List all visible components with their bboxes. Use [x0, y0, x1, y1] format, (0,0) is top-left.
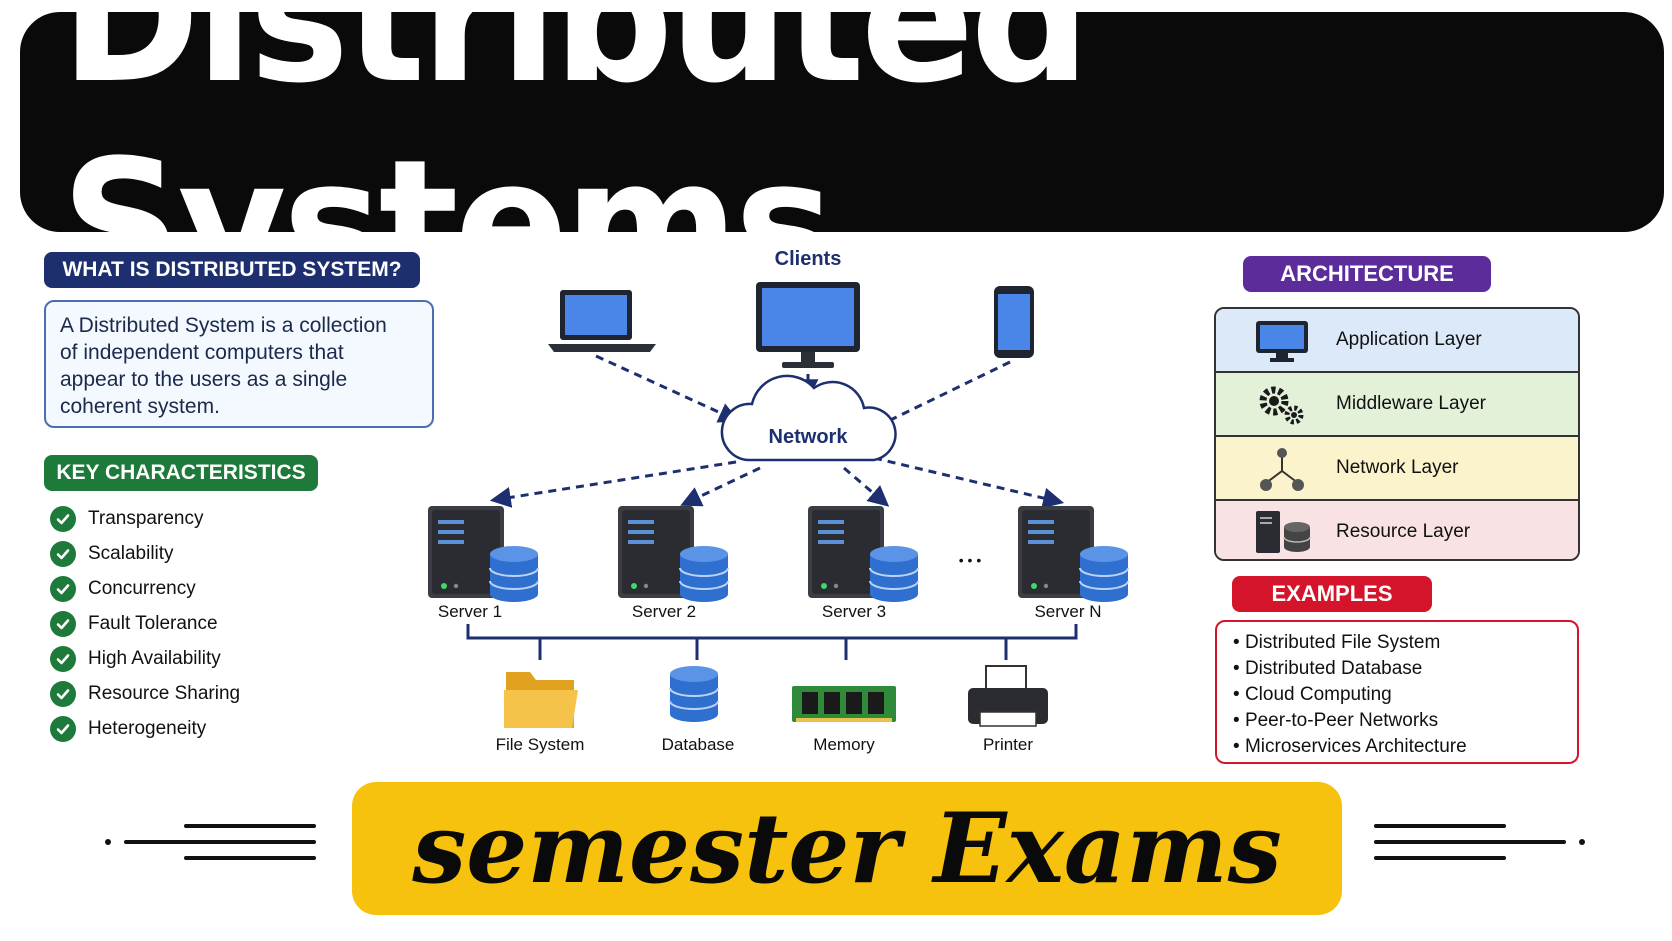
architecture-layer-label: Application Layer	[1336, 329, 1482, 350]
desktop-monitor-icon	[756, 282, 860, 368]
example-label: Cloud Computing	[1244, 684, 1392, 705]
smartphone-icon	[994, 286, 1034, 358]
characteristic-label: Transparency	[88, 507, 204, 529]
resource-label: Printer	[982, 735, 1034, 754]
characteristic-label: Concurrency	[88, 577, 196, 599]
decorative-lines-right	[1374, 824, 1585, 860]
characteristics-heading: KEY CHARACTERISTICS	[44, 455, 318, 491]
list-item: Heterogeneity	[50, 711, 240, 746]
architecture-stack: Application Layer Middleware Layer Netwo…	[1214, 307, 1580, 561]
check-icon	[50, 715, 76, 742]
memory-chip-icon	[792, 686, 896, 722]
architecture-layer-label: Network Layer	[1336, 457, 1459, 478]
network-nodes-icon	[1260, 448, 1304, 491]
examples-heading: EXAMPLES	[1232, 576, 1432, 612]
architecture-layer: Application Layer	[1216, 309, 1578, 373]
definition-line: coherent system.	[60, 395, 220, 418]
laptop-icon	[548, 290, 656, 352]
characteristic-label: Resource Sharing	[88, 682, 241, 704]
server-label: Server N	[1034, 602, 1102, 621]
characteristics-list: Transparency Scalability Concurrency Fau…	[50, 501, 240, 746]
decorative-lines-left	[105, 824, 316, 860]
definition-line: of independent computers that	[60, 341, 344, 364]
server-icon	[428, 506, 539, 603]
list-item: • Distributed File System	[1233, 632, 1441, 653]
check-icon	[50, 575, 76, 602]
example-label: Microservices Architecture	[1244, 736, 1467, 757]
list-item: • Peer-to-Peer Networks	[1233, 710, 1439, 731]
definition-line: A Distributed System is a collection	[60, 314, 387, 337]
definition-box: A Distributed System is a collection of …	[44, 300, 434, 428]
folder-icon	[504, 672, 578, 728]
architecture-heading: ARCHITECTURE	[1243, 256, 1491, 292]
definition-heading: WHAT IS DISTRIBUTED SYSTEM?	[44, 252, 420, 288]
server-label: Server 2	[631, 602, 697, 621]
server-icon	[808, 506, 919, 603]
printer-icon	[968, 665, 1048, 727]
list-item: Fault Tolerance	[50, 606, 240, 641]
check-icon	[50, 680, 76, 707]
characteristic-label: Scalability	[88, 542, 174, 564]
characteristic-label: Heterogeneity	[88, 717, 207, 739]
examples-box: • Distributed File System • Distributed …	[1215, 620, 1579, 764]
server-icon	[618, 506, 729, 603]
list-item: • Distributed Database	[1233, 658, 1423, 679]
monitor-icon	[1256, 321, 1308, 362]
list-item: Transparency	[50, 501, 240, 536]
check-icon	[50, 540, 76, 567]
clients-label: Clients	[774, 248, 842, 270]
server-label: Server 1	[437, 602, 503, 621]
resource-label: Database	[661, 735, 735, 754]
check-icon	[50, 610, 76, 637]
example-label: Distributed File System	[1244, 632, 1441, 653]
definition-line: appear to the users as a single	[60, 368, 348, 391]
example-label: Peer-to-Peer Networks	[1244, 710, 1439, 731]
resource-bus	[466, 624, 1078, 660]
architecture-layer-label: Resource Layer	[1336, 521, 1471, 542]
list-item: • Cloud Computing	[1233, 684, 1392, 705]
list-item: Concurrency	[50, 571, 240, 606]
list-item: Resource Sharing	[50, 676, 240, 711]
network-cloud-icon	[720, 374, 897, 462]
title-banner	[20, 12, 1664, 232]
example-label: Distributed Database	[1244, 658, 1423, 679]
resource-label: Memory	[813, 735, 875, 754]
exam-banner-text: semester Exams	[412, 792, 1282, 905]
characteristic-label: Fault Tolerance	[88, 612, 218, 634]
database-icon	[669, 665, 719, 723]
network-label: Network	[768, 426, 848, 448]
characteristic-label: High Availability	[88, 647, 221, 669]
architecture-layer-label: Middleware Layer	[1336, 393, 1486, 414]
list-item: High Availability	[50, 641, 240, 676]
server-database-icon	[1256, 511, 1311, 553]
check-icon	[50, 645, 76, 672]
resource-label: File System	[495, 735, 585, 754]
architecture-layer: Middleware Layer	[1216, 373, 1578, 437]
list-item: Scalability	[50, 536, 240, 571]
gears-icon	[1259, 386, 1304, 425]
server-icon	[1018, 506, 1129, 603]
architecture-layer: Resource Layer	[1216, 501, 1578, 559]
architecture-layer: Network Layer	[1216, 437, 1578, 501]
server-ellipsis: • • •	[958, 552, 982, 568]
server-label: Server 3	[821, 602, 887, 621]
exam-banner	[352, 782, 1342, 915]
check-icon	[50, 505, 76, 532]
list-item: • Microservices Architecture	[1233, 736, 1467, 757]
